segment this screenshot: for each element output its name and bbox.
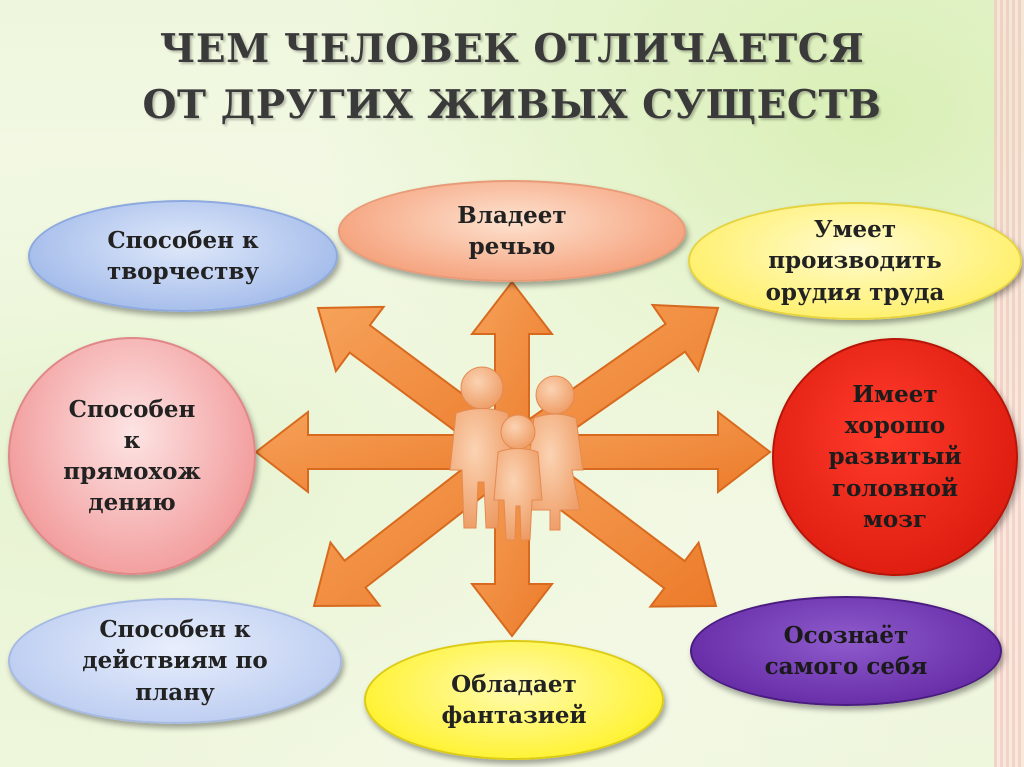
trait-self-awareness-label: Осознаёт самого себя: [764, 621, 928, 680]
trait-fantasy-label: Обладает фантазией: [441, 670, 587, 729]
decorative-stripe: [994, 0, 1024, 767]
trait-tools-label: Умеет производить орудия труда: [765, 216, 945, 306]
trait-tools: Умеет производить орудия труда: [688, 202, 1022, 320]
trait-upright-walking-label: Способен к прямохож дению: [63, 395, 201, 517]
trait-speech: Владеет речью: [338, 180, 686, 282]
trait-creativity: Способен к творчеству: [28, 200, 338, 312]
trait-upright-walking: Способен к прямохож дению: [8, 337, 256, 575]
trait-self-awareness: Осознаёт самого себя: [690, 596, 1002, 706]
page-title-line-2: ОТ ДРУГИХ ЖИВЫХ СУЩЕСТВ: [142, 82, 882, 128]
page-title-line-1: ЧЕМ ЧЕЛОВЕК ОТЛИЧАЕТСЯ: [159, 26, 865, 72]
family-icon: [449, 366, 584, 541]
trait-creativity-label: Способен к творчеству: [106, 226, 260, 285]
trait-planning: Способен к действиям по плану: [8, 598, 342, 724]
trait-planning-label: Способен к действиям по плану: [82, 616, 268, 706]
trait-speech-label: Владеет речью: [457, 201, 567, 260]
trait-brain: Имеет хорошо развитый головной мозг: [772, 338, 1018, 576]
trait-fantasy: Обладает фантазией: [364, 640, 664, 760]
trait-brain-label: Имеет хорошо развитый головной мозг: [828, 381, 962, 533]
